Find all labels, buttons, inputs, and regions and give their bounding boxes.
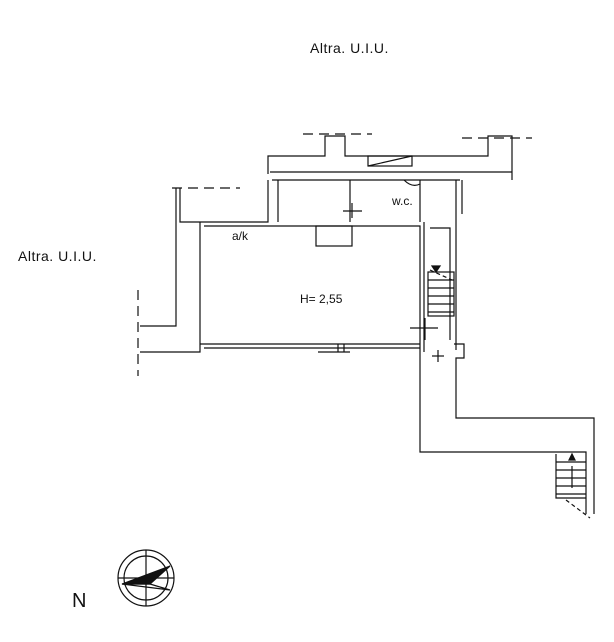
- staircase-icon: [555, 452, 591, 519]
- kitchen-label: a/k: [232, 229, 249, 243]
- markers: [343, 203, 444, 362]
- main-room-walls: [140, 179, 463, 353]
- upper-wall: [267, 135, 513, 181]
- north-label: N: [72, 590, 87, 612]
- other-unit-label-top: Altra. U.I.U.: [310, 40, 389, 56]
- ceiling-height-label: H= 2,55: [300, 292, 343, 306]
- other-unit-label-left: Altra. U.I.U.: [18, 248, 97, 264]
- staircase-icon: [427, 265, 455, 317]
- wc-label: w.c.: [392, 194, 413, 208]
- dashed-boundaries: [137, 133, 532, 376]
- compass-rose-icon: [117, 549, 175, 607]
- stair-corridor: [419, 222, 595, 514]
